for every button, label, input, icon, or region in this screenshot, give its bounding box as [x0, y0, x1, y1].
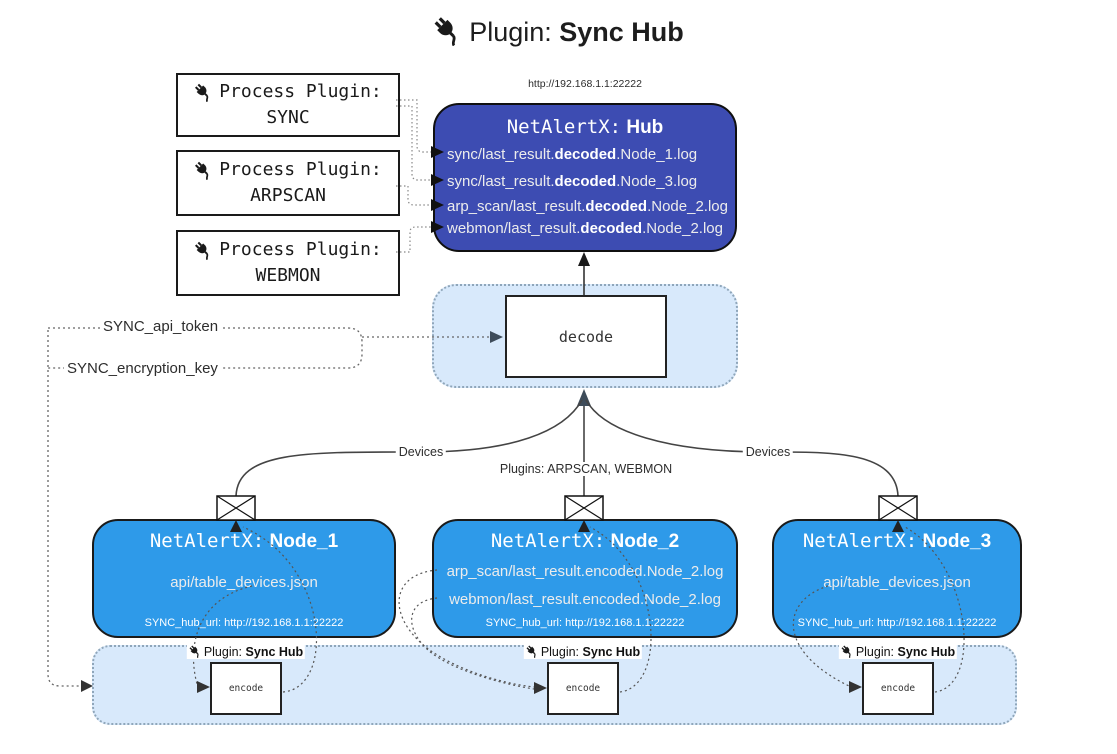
- hub-title: NetAlertX: Hub: [435, 116, 735, 139]
- hub-log-line: webmon/last_result.decoded.Node_2.log: [447, 220, 723, 237]
- node-title: NetAlertX: Node_3: [802, 530, 992, 552]
- node-title: NetAlertX: Node_1: [149, 530, 339, 552]
- decode-box: decode: [505, 295, 667, 378]
- plug-icon: [434, 17, 456, 47]
- arrowhead-into-decode-bottom: [577, 389, 591, 406]
- node-hub-url: SYNC_hub_url: http://192.168.1.1:22222: [797, 617, 997, 629]
- sync-api-token-label: SYNC_api_token: [100, 318, 222, 335]
- node-file-line: arp_scan/last_result.encoded.Node_2.log: [446, 563, 724, 580]
- node-hub-url: SYNC_hub_url: http://192.168.1.1:22222: [485, 617, 685, 629]
- node-file-line: api/table_devices.json: [170, 574, 318, 591]
- hub-title-mono: NetAlertX:: [506, 116, 622, 138]
- encoder-plugin-label: Plugin: Sync Hub: [186, 645, 306, 659]
- plug-icon: [189, 645, 199, 659]
- sync-encryption-key-label: SYNC_encryption_key: [64, 360, 221, 377]
- sync-plugin-connector-2: [396, 105, 431, 181]
- encode-box-1: encode: [210, 662, 282, 715]
- hub-log-line: sync/last_result.decoded.Node_1.log: [447, 146, 698, 163]
- arpscan-plugin-connector: [396, 185, 431, 206]
- webmon-plugin-connector: [396, 226, 431, 253]
- hub-url-label: http://192.168.1.1:22222: [528, 78, 642, 90]
- encoder-plugin-label: Plugin: Sync Hub: [838, 645, 958, 659]
- plug-icon: [526, 645, 536, 659]
- process-plugin-name: SYNC: [266, 107, 310, 128]
- decode-label: decode: [558, 327, 614, 346]
- encoder-plugin-label: Plugin: Sync Hub: [523, 645, 643, 659]
- plug-icon: [195, 83, 209, 103]
- title-prefix: Plugin:: [469, 17, 552, 47]
- process-plugin-line1: Process Plugin:: [219, 81, 382, 102]
- title-name: Sync Hub: [559, 17, 684, 47]
- plug-icon: [195, 161, 209, 181]
- token-to-encode-cluster-path: [47, 330, 81, 687]
- process-plugin-name: ARPSCAN: [250, 185, 326, 206]
- encode-box-3: encode: [862, 662, 934, 715]
- plug-icon: [841, 645, 851, 659]
- hub-log-line: sync/last_result.decoded.Node_3.log: [447, 173, 698, 190]
- devices-left-label: Devices: [395, 445, 447, 459]
- hub-title-name: Hub: [626, 117, 664, 138]
- hub-box: NetAlertX: Hub sync/last_result.decoded.…: [433, 103, 737, 252]
- plugins-center-label: Plugins: ARPSCAN, WEBMON: [496, 462, 676, 476]
- node-hub-url: SYNC_hub_url: http://192.168.1.1:22222: [144, 617, 344, 629]
- page-title: Plugin: Sync Hub: [0, 16, 1117, 48]
- process-plugin-line1: Process Plugin:: [219, 159, 382, 180]
- arrowhead-into-hub: [578, 252, 590, 266]
- process-plugin-name: WEBMON: [255, 265, 321, 286]
- process-plugin-line1: Process Plugin:: [219, 239, 382, 260]
- process-plugin-arpscan-box: Process Plugin: ARPSCAN: [176, 150, 400, 216]
- encode-box-2: encode: [547, 662, 619, 715]
- node-file-line: webmon/last_result.encoded.Node_2.log: [449, 591, 721, 608]
- process-plugin-label: Process Plugin:: [178, 79, 398, 105]
- node-file-line: api/table_devices.json: [823, 574, 971, 591]
- encode-label: encode: [228, 683, 264, 694]
- sync-plugin-connector-1: [396, 99, 431, 153]
- encode-label: encode: [565, 683, 601, 694]
- hub-log-line: arp_scan/last_result.decoded.Node_2.log: [447, 198, 728, 215]
- process-plugin-label: Process Plugin:: [178, 157, 398, 183]
- node-3-box: NetAlertX: Node_3 api/table_devices.json…: [772, 519, 1022, 638]
- process-plugin-webmon-box: Process Plugin: WEBMON: [176, 230, 400, 296]
- encode-label: encode: [880, 683, 916, 694]
- node-1-box: NetAlertX: Node_1 api/table_devices.json…: [92, 519, 396, 638]
- process-plugin-label: Process Plugin:: [178, 237, 398, 263]
- devices-right-label: Devices: [742, 445, 794, 459]
- process-plugin-sync-box: Process Plugin: SYNC: [176, 73, 400, 137]
- node-2-box: NetAlertX: Node_2 arp_scan/last_result.e…: [432, 519, 738, 638]
- plug-icon: [195, 241, 209, 261]
- node-title: NetAlertX: Node_2: [490, 530, 680, 552]
